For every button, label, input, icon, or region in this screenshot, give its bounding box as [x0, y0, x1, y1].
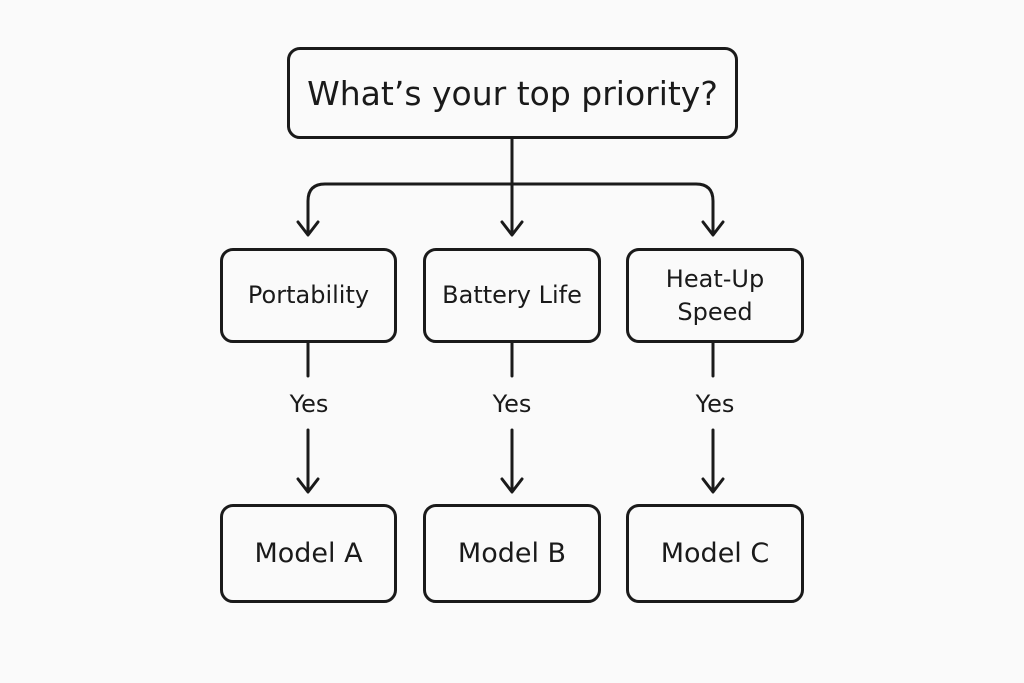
- question-node: What’s your top priority?: [287, 47, 738, 139]
- result-label: Model C: [660, 538, 770, 569]
- edge-label-yes: Yes: [452, 389, 572, 419]
- option-node-heat-up-speed: Heat-Up Speed: [626, 248, 804, 343]
- option-node-portability: Portability: [220, 248, 397, 343]
- arrowhead-option-1: [500, 220, 524, 237]
- option-label: Portability: [247, 281, 370, 309]
- edge-label-yes: Yes: [249, 389, 369, 419]
- result-node-model-c: Model C: [626, 504, 804, 603]
- result-label: Model A: [254, 538, 363, 569]
- option-label: Heat-Up Speed: [665, 264, 765, 326]
- result-node-model-a: Model A: [220, 504, 397, 603]
- option-node-battery-life: Battery Life: [423, 248, 601, 343]
- arrowhead-result-1: [500, 477, 524, 494]
- arrowhead-result-2: [701, 477, 725, 494]
- arrowhead-option-2: [701, 220, 725, 237]
- arrowhead-result-0: [296, 477, 320, 494]
- edge-label-yes: Yes: [655, 389, 775, 419]
- result-node-model-b: Model B: [423, 504, 601, 603]
- option-label: Battery Life: [442, 281, 582, 309]
- question-text: What’s your top priority?: [307, 73, 718, 113]
- arrowhead-option-0: [296, 220, 320, 237]
- result-label: Model B: [457, 538, 567, 569]
